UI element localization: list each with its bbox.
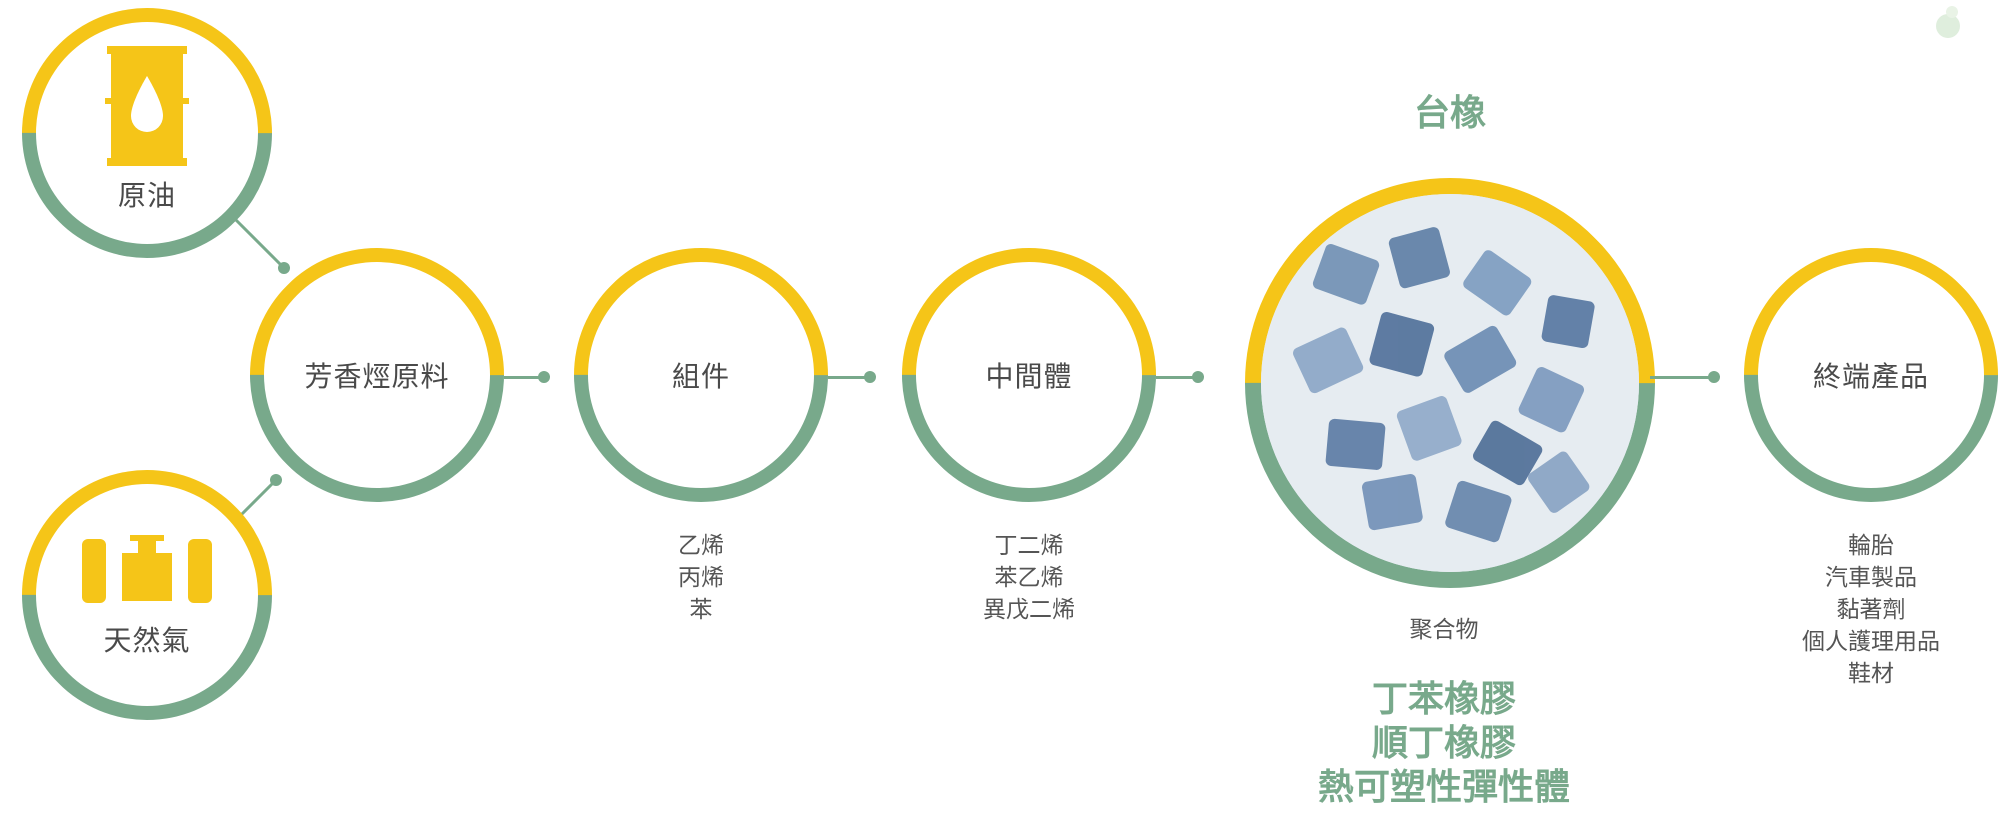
crude-oil-label: 原油 [117, 179, 176, 212]
crude-oil-node: 原油 [0, 0, 324, 310]
list-item: 丁二烯 [994, 533, 1064, 559]
list-item: 鞋材 [1848, 661, 1894, 687]
list-item: 丙烯 [678, 565, 724, 591]
list-item: 個人護理用品 [1802, 629, 1940, 655]
list-item: 乙烯 [678, 533, 724, 559]
connector-4 [1650, 376, 1714, 379]
gas-tank-icon [82, 535, 212, 603]
connector-dot-4 [1708, 371, 1720, 383]
connector-3 [1156, 376, 1198, 379]
company-products: 丁苯橡膠 順丁橡膠 熱可塑性彈性體 [1204, 678, 1684, 810]
aromatic-label: 芳香烴原料 [304, 360, 450, 393]
list-item: 苯乙烯 [994, 565, 1064, 591]
product-item: 順丁橡膠 [1371, 723, 1516, 764]
product-item: 丁苯橡膠 [1371, 679, 1516, 720]
natural-gas-label: 天然氣 [103, 624, 191, 657]
company-title: 台橡 [1413, 93, 1486, 134]
end-products-label: 終端產品 [1812, 360, 1929, 393]
leaf-decoration-icon [1936, 6, 1960, 38]
oil-barrel-icon [105, 45, 189, 166]
list-item: 汽車製品 [1825, 565, 1917, 591]
connector-2 [828, 376, 870, 379]
intermediates-label: 中間體 [985, 360, 1073, 393]
list-item: 輪胎 [1848, 533, 1894, 559]
list-item: 異戊二烯 [983, 597, 1075, 623]
list-item: 黏著劑 [1836, 597, 1906, 623]
connector-dot-2 [864, 371, 876, 383]
company-caption: 聚合物 [1409, 617, 1479, 643]
end-products-list: 輪胎 汽車製品 黏著劑 個人護理用品 鞋材 [1741, 530, 2001, 690]
components-list: 乙烯 丙烯 苯 [571, 530, 831, 626]
components-label: 組件 [671, 360, 730, 393]
polymer-photo [1160, 93, 1740, 673]
list-item: 苯 [689, 597, 713, 623]
intermediates-list: 丁二烯 苯乙烯 異戊二烯 [899, 530, 1159, 626]
natural-gas-node: 天然氣 [0, 418, 324, 772]
connector-dot-3 [1192, 371, 1204, 383]
connector-dot-1 [538, 371, 550, 383]
product-item: 熱可塑性彈性體 [1317, 767, 1570, 808]
connector-1 [504, 376, 544, 379]
polymer-pellets-image [1261, 193, 1639, 572]
